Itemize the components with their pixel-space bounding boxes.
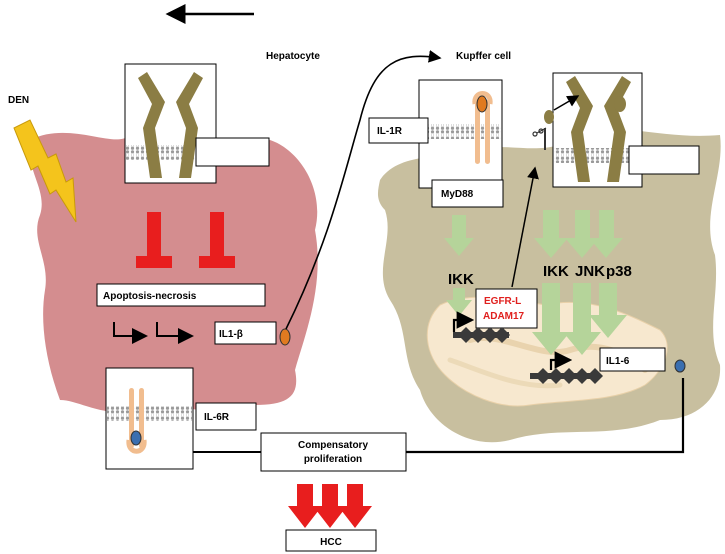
il1r-label: IL-1R	[377, 126, 403, 137]
hepatocyte-label-box	[195, 137, 270, 167]
released-ligand-icon	[544, 110, 554, 124]
p38-label: p38	[606, 263, 632, 280]
il6r-box	[195, 402, 257, 431]
il1b-box	[214, 321, 277, 345]
il1b-label: IL1-β	[219, 329, 243, 340]
egfr-adam17-box	[475, 288, 538, 329]
signal-arrows	[444, 210, 627, 355]
ikk-right-label: IKK	[543, 263, 569, 280]
egfr-l-label: EGFR-L	[484, 296, 521, 307]
il6-feedback-line	[406, 378, 685, 454]
il6-label: IL1-6	[606, 356, 630, 367]
il6r-label: IL-6R	[204, 412, 230, 423]
myd88-label: MyD88	[441, 189, 474, 200]
jnk-label: JNK	[575, 263, 605, 280]
kupffer-label: Kupffer cell	[456, 51, 511, 62]
hepatocyte-label: Hepatocyte	[266, 51, 320, 62]
dna-right-icon	[530, 368, 603, 384]
kupffer-receptor-inset	[552, 72, 643, 188]
hepatocyte-receptor-icon	[138, 72, 165, 178]
inhibition-icon	[136, 212, 235, 268]
ikk-left-label: IKK	[448, 271, 474, 288]
apoptosis-box	[96, 283, 266, 307]
il1r-receptor-icon	[472, 91, 493, 164]
il1b-to-kupffer-arrow	[285, 50, 442, 330]
ligand-dot-icon	[614, 96, 626, 112]
kupffer-label-box	[628, 145, 700, 175]
hcc-label: HCC	[320, 537, 342, 548]
promoter-left-arrow	[452, 311, 475, 332]
kupffer-receptor-icon	[566, 76, 593, 182]
compensatory-box	[260, 432, 407, 472]
ligand-release-arrow	[553, 95, 580, 111]
apoptosis-label: Apoptosis-necrosis	[103, 291, 197, 302]
il1r-box	[368, 117, 429, 144]
il6r-receptor-icon	[126, 388, 147, 454]
promoter-arrows	[113, 322, 194, 344]
myd88-box	[431, 179, 504, 208]
hcc-arrows	[288, 484, 372, 528]
kupffer-right-membrane	[554, 148, 641, 163]
adam17-label: ADAM17	[483, 311, 525, 322]
lightning-icon	[13, 119, 77, 223]
egfr-to-receptor-arrow	[511, 166, 539, 288]
il1b-dot-icon	[279, 328, 291, 346]
il6-box	[599, 347, 666, 372]
den-label: DEN	[8, 95, 29, 106]
il6r-membrane	[107, 406, 192, 421]
dna-left-icon	[453, 327, 510, 343]
compensatory-line2: proliferation	[304, 454, 362, 465]
kupffer-membrane	[420, 124, 501, 139]
hcc-box	[285, 529, 377, 552]
compensatory-line1: Compensatory	[298, 440, 368, 451]
promoter-right-arrow	[549, 351, 573, 370]
il6-dot-icon	[674, 359, 686, 373]
